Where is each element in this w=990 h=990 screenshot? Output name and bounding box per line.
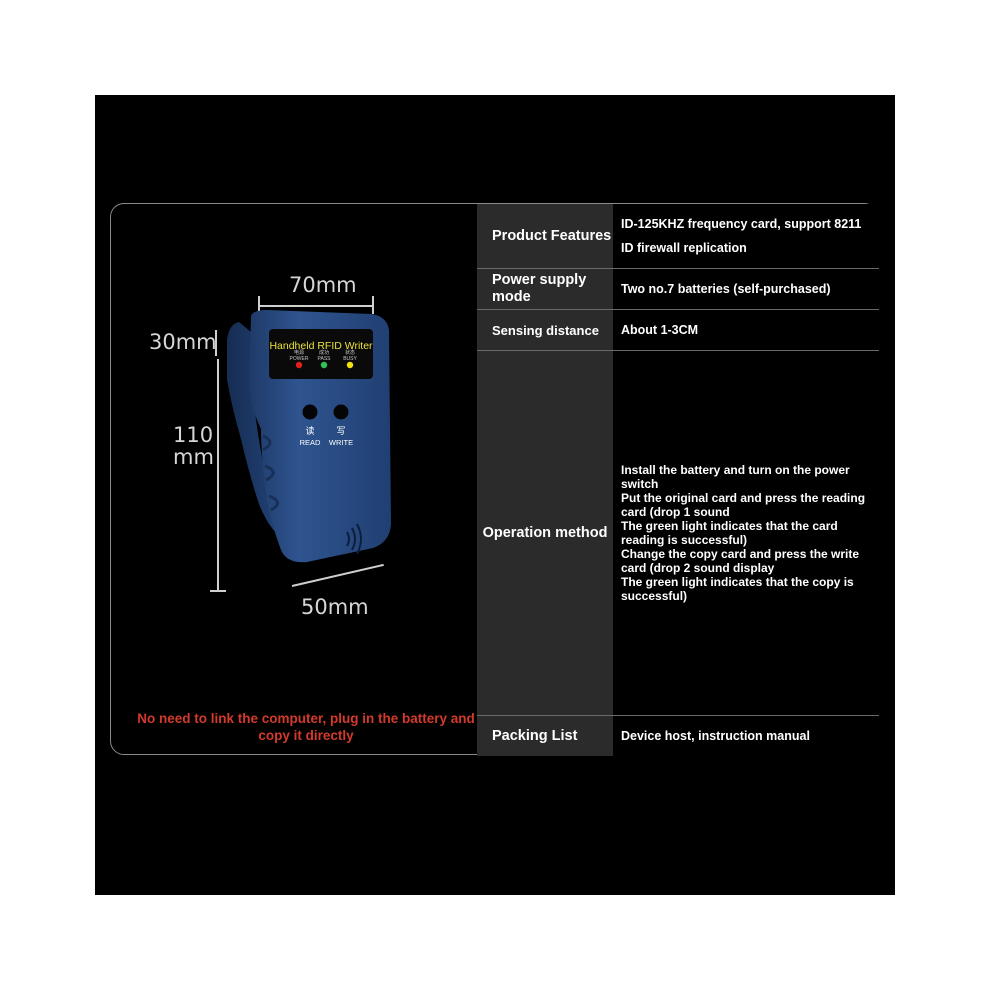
spec-value-product-features: ID-125KHZ frequency card, support 8211 I…: [613, 204, 879, 268]
device-display-window: [269, 329, 373, 379]
height-dimension-label-number: 110: [173, 423, 214, 447]
spec-value-operation-method: Install the battery and turn on the powe…: [613, 351, 879, 715]
width-dimension-label: 70mm: [289, 273, 357, 297]
svg-text:成功: 成功: [319, 349, 329, 356]
svg-text:电源: 电源: [294, 349, 304, 356]
spec-value-sensing-distance: About 1-3CM: [613, 310, 879, 350]
svg-text:POWER: POWER: [290, 356, 309, 362]
svg-text:WRITE: WRITE: [329, 438, 353, 447]
write-button: [333, 404, 349, 420]
spec-label-operation-method: Operation method: [477, 351, 613, 715]
spec-value-line: ID-125KHZ frequency card, support 8211: [621, 216, 862, 231]
spec-table: Product Features ID-125KHZ frequency car…: [477, 204, 879, 756]
spec-row-sensing-distance: Sensing distance About 1-3CM: [477, 310, 879, 351]
height-dimension-label-unit: mm: [173, 445, 214, 469]
operation-step: The green light indicates that the copy …: [621, 575, 854, 603]
height-dimension-line: [217, 359, 219, 591]
spec-value-line: ID firewall replication: [621, 240, 747, 255]
svg-text:PASS: PASS: [318, 356, 332, 362]
operation-step: Put the original card and press the read…: [621, 491, 866, 519]
spec-label-packing-list: Packing List: [477, 716, 613, 756]
width-dimension-tick-left: [258, 296, 260, 314]
operation-step: The green light indicates that the card …: [621, 519, 838, 547]
spec-row-packing-list: Packing List Device host, instruction ma…: [477, 716, 879, 756]
product-info-panel: 70mm 30mm 110 mm 50mm: [95, 95, 895, 895]
base-dimension-label: 50mm: [301, 595, 369, 619]
depth-dimension-tick: [215, 330, 217, 356]
rfid-writer-device-image: Handheld RFID Writer 电源 成功 状态 POWER PASS…: [227, 310, 391, 563]
pass-led: [320, 361, 328, 369]
spec-label-product-features: Product Features: [477, 204, 613, 268]
device-illustration-area: 70mm 30mm 110 mm 50mm: [111, 204, 491, 756]
busy-led: [346, 361, 354, 369]
height-dimension-tick-bottom: [210, 590, 226, 592]
svg-text:写: 写: [336, 426, 345, 437]
svg-text:状态: 状态: [345, 349, 355, 356]
operation-step: Install the battery and turn on the powe…: [621, 463, 850, 491]
operation-step: Change the copy card and press the write…: [621, 547, 860, 575]
width-dimension-line: [259, 305, 372, 307]
svg-text:读: 读: [305, 425, 314, 437]
spec-label-sensing-distance: Sensing distance: [477, 310, 613, 350]
read-button: [302, 404, 318, 420]
svg-text:BUSY: BUSY: [343, 356, 357, 362]
spec-value-power-supply: Two no.7 batteries (self-purchased): [613, 269, 879, 309]
spec-label-power-supply: Power supply mode: [477, 269, 613, 309]
spec-value-packing-list: Device host, instruction manual: [613, 716, 879, 756]
device-title-text: Handheld RFID Writer: [269, 340, 373, 352]
spec-row-power-supply: Power supply mode Two no.7 batteries (se…: [477, 269, 879, 310]
usage-note: No need to link the computer, plug in th…: [137, 711, 475, 743]
depth-dimension-label: 30mm: [149, 330, 217, 354]
device-side-face: [227, 322, 286, 539]
spec-row-operation-method: Operation method Install the battery and…: [477, 351, 879, 716]
spec-frame: 70mm 30mm 110 mm 50mm: [110, 203, 879, 756]
svg-text:READ: READ: [300, 438, 321, 447]
spec-row-product-features: Product Features ID-125KHZ frequency car…: [477, 204, 879, 269]
power-led: [295, 361, 303, 369]
width-dimension-tick-right: [372, 296, 374, 314]
